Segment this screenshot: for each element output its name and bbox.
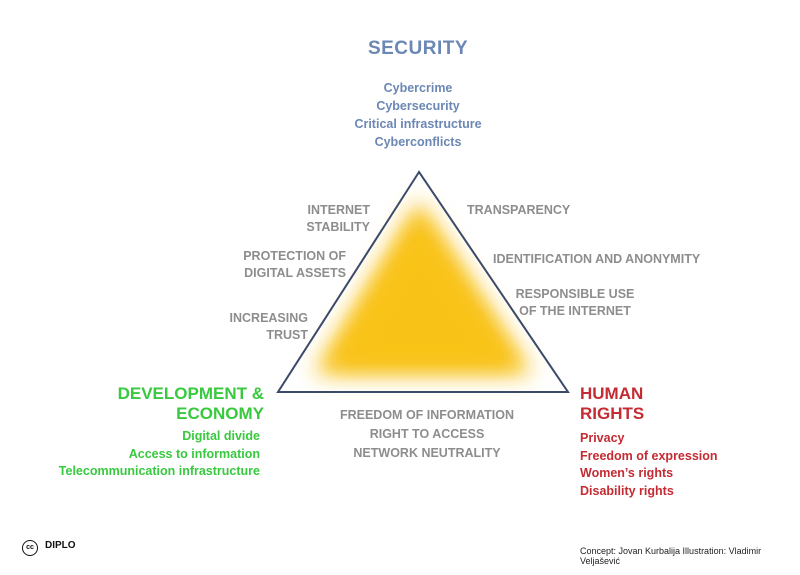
title-line: ECONOMY [176, 404, 264, 423]
title-line: HUMAN [580, 384, 644, 403]
development-list: Digital divide Access to information Tel… [20, 428, 260, 481]
title-line: DEVELOPMENT & [117, 384, 264, 403]
list-item: Cybersecurity [376, 99, 460, 113]
human-rights-title: HUMAN RIGHTS [580, 384, 644, 424]
label-identification-anonymity: IDENTIFICATION AND ANONYMITY [493, 251, 700, 268]
label-line: DIGITAL ASSETS [244, 266, 346, 280]
label-line: TRUST [266, 328, 308, 342]
label-line: FREEDOM OF INFORMATION [339, 408, 515, 422]
list-item: Privacy [580, 431, 625, 445]
label-responsible-use: RESPONSIBLE USE OF THE INTERNET [508, 286, 642, 320]
label-line: INTERNET [307, 203, 371, 217]
label-line: NETWORK NEUTRALITY [353, 446, 501, 460]
label-line: INCREASING [229, 311, 308, 325]
credit-text: Concept: Jovan Kurbalija Illustration: V… [580, 546, 762, 566]
triangle-outline [276, 170, 570, 393]
label-line: STABILITY [306, 220, 370, 234]
list-item: Cyberconflicts [374, 135, 462, 149]
label-line: IDENTIFICATION AND ANONYMITY [493, 252, 701, 266]
label-increasing-trust: INCREASING TRUST [200, 310, 308, 344]
bottom-labels: FREEDOM OF INFORMATION RIGHT TO ACCESS N… [320, 406, 534, 463]
list-item: Women’s rights [580, 466, 674, 480]
label-line: OF THE INTERNET [519, 304, 631, 318]
development-title: DEVELOPMENT & ECONOMY [60, 384, 264, 424]
title-line: RIGHTS [580, 404, 645, 423]
label-line: RESPONSIBLE USE [515, 287, 635, 301]
list-item: Cybercrime [383, 81, 453, 95]
label-line: PROTECTION OF [243, 249, 346, 263]
human-rights-list: Privacy Freedom of expression Women’s ri… [580, 430, 718, 500]
list-item: Freedom of expression [580, 448, 718, 463]
list-item: Critical infrastructure [354, 117, 482, 131]
list-item: Telecommunication infrastructure [58, 464, 260, 478]
list-item: Disability rights [580, 483, 674, 498]
triangle-core-fill [330, 220, 518, 366]
label-internet-stability: INTERNET STABILITY [250, 202, 370, 236]
diplo-logo: DIPLO [45, 540, 76, 551]
list-item: Digital divide [182, 429, 260, 443]
security-title: SECURITY [367, 38, 469, 59]
creative-commons-icon: cc [22, 540, 38, 556]
label-transparency: TRANSPARENCY [467, 202, 570, 219]
label-protection-digital-assets: PROTECTION OF DIGITAL ASSETS [200, 248, 346, 282]
label-line: TRANSPARENCY [467, 203, 571, 217]
list-item: Access to information [128, 446, 260, 461]
security-list: Cybercrime Cybersecurity Critical infras… [0, 79, 800, 151]
label-line: RIGHT TO ACCESS [369, 427, 485, 441]
